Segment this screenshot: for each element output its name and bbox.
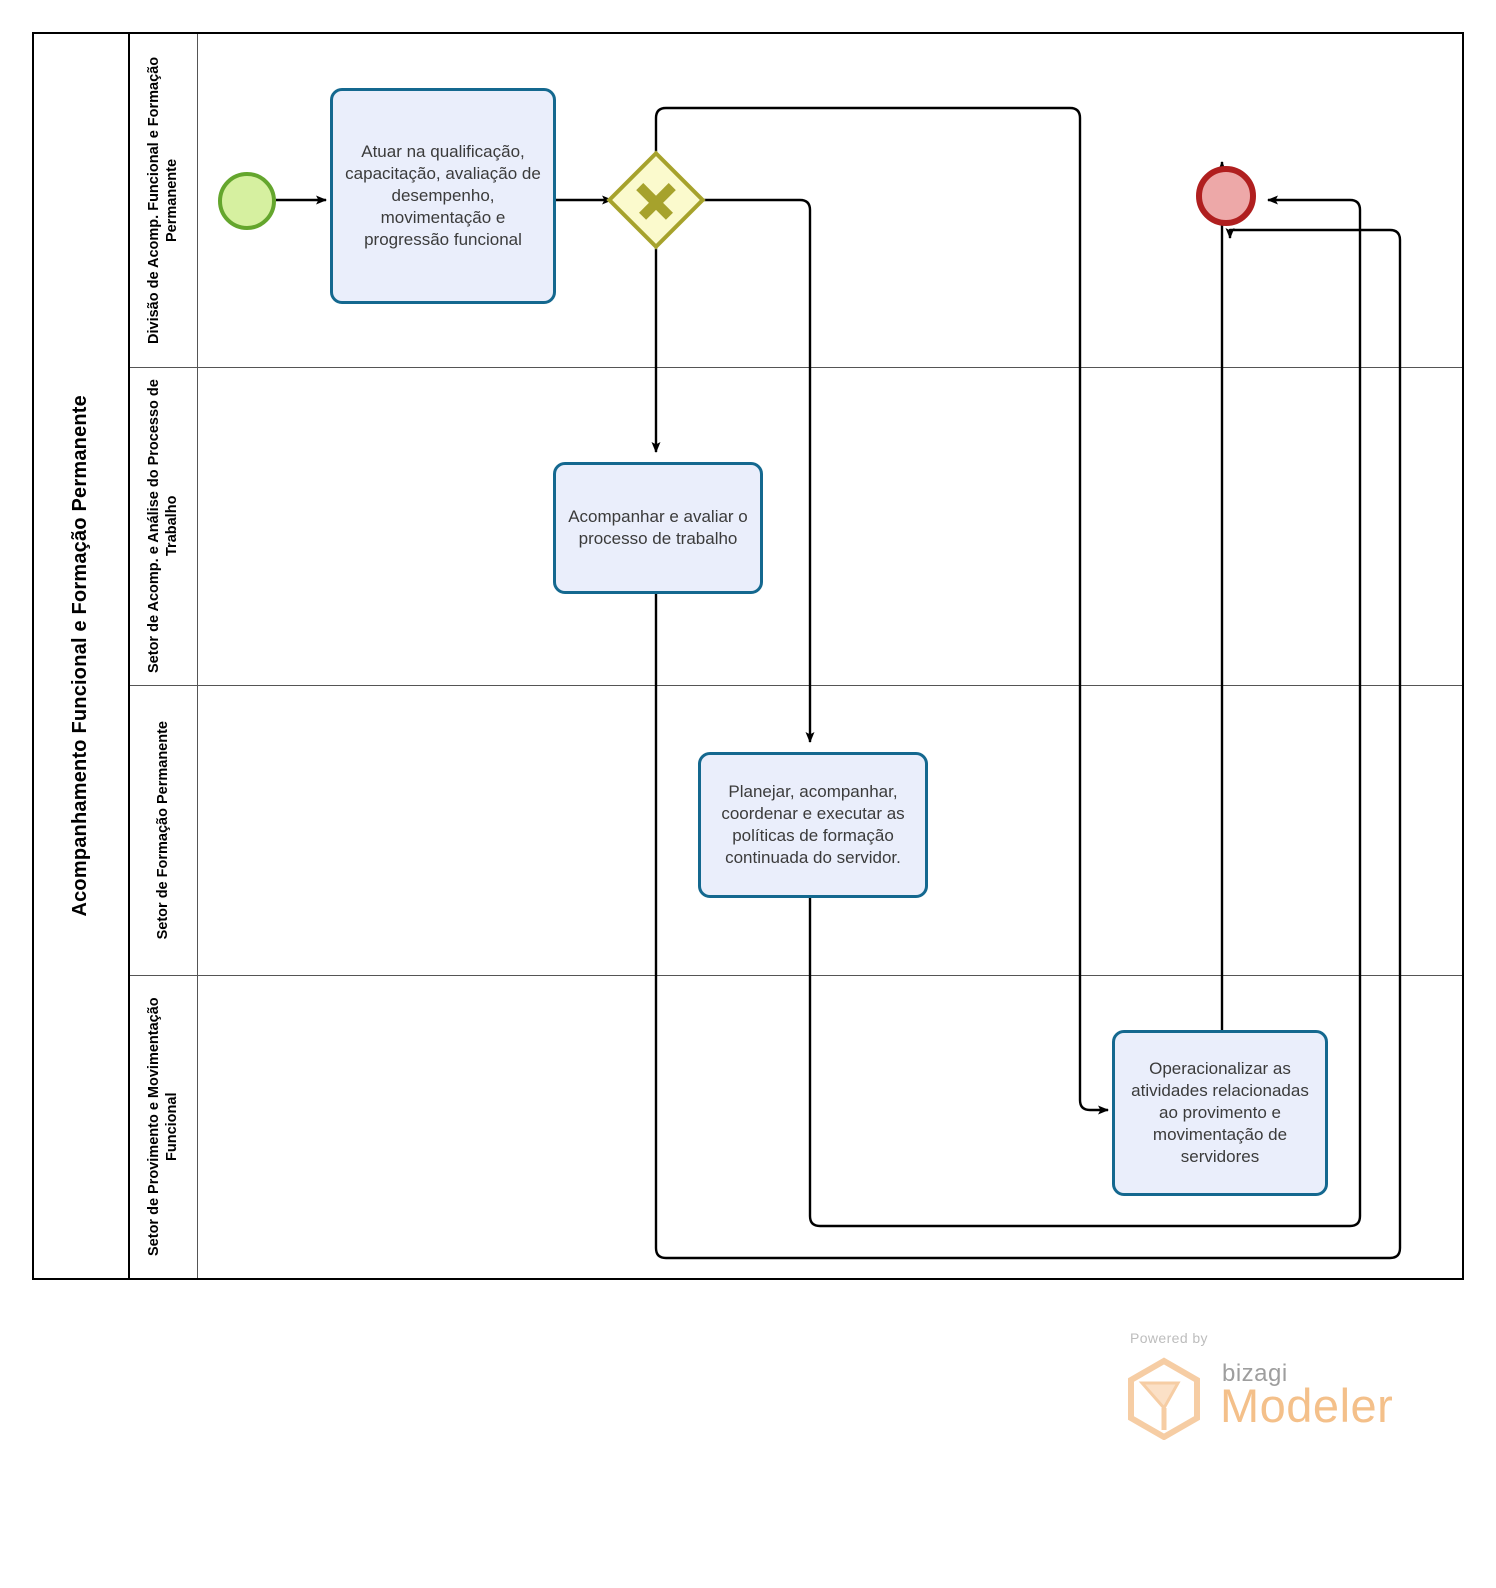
modeler-wordmark: Modeler [1220,1379,1394,1432]
lane-separator-1 [130,367,1462,368]
task-2-label: Acompanhar e avaliar o processo de traba… [568,506,748,548]
lane-header-setor-provimento-movimentacao: Setor de Provimento e Movimentação Funci… [130,975,198,1278]
pool-label: Acompanhamento Funcional e Formação Perm… [32,32,130,1280]
lane-label-text-3: Setor de Formação Permanente [155,720,172,940]
start-event[interactable] [218,172,276,230]
bizagi-wordmark: bizagi [1222,1360,1288,1387]
lane-label-text-1: Divisão de Acomp. Funcional e Formação P… [146,56,181,345]
lane-header-setor-formacao-permanente: Setor de Formação Permanente [130,685,198,975]
task-4-label: Operacionalizar as atividades relacionad… [1131,1058,1309,1167]
task-atuar-qualificacao[interactable]: Atuar na qualificação, capacitação, aval… [330,88,556,304]
end-event[interactable] [1196,166,1256,226]
lane-label-text-4: Setor de Provimento e Movimentação Funci… [146,997,181,1256]
powered-by-label: Powered by [1130,1330,1208,1346]
task-3-label: Planejar, acompanhar, coordenar e execut… [721,781,905,868]
task-operacionalizar-provimento[interactable]: Operacionalizar as atividades relacionad… [1112,1030,1328,1196]
lane-separator-3 [130,975,1462,976]
task-1-label: Atuar na qualificação, capacitação, aval… [345,141,541,250]
task-planejar-politicas-formacao[interactable]: Planejar, acompanhar, coordenar e execut… [698,752,928,898]
bizagi-hexagon-logo-icon [1128,1357,1200,1440]
lane-label-text-2: Setor de Acomp. e Análise do Processo de… [146,379,181,673]
task-acompanhar-avaliar-processo[interactable]: Acompanhar e avaliar o processo de traba… [553,462,763,594]
pool-label-text: Acompanhamento Funcional e Formação Perm… [68,395,91,917]
bizagi-branding: Powered by bizagi Modeler [1122,1330,1402,1440]
lane-header-divisao-acomp-funcional: Divisão de Acomp. Funcional e Formação P… [130,34,198,367]
lane-header-setor-analise-processo: Setor de Acomp. e Análise do Processo de… [130,367,198,685]
lane-separator-2 [130,685,1462,686]
